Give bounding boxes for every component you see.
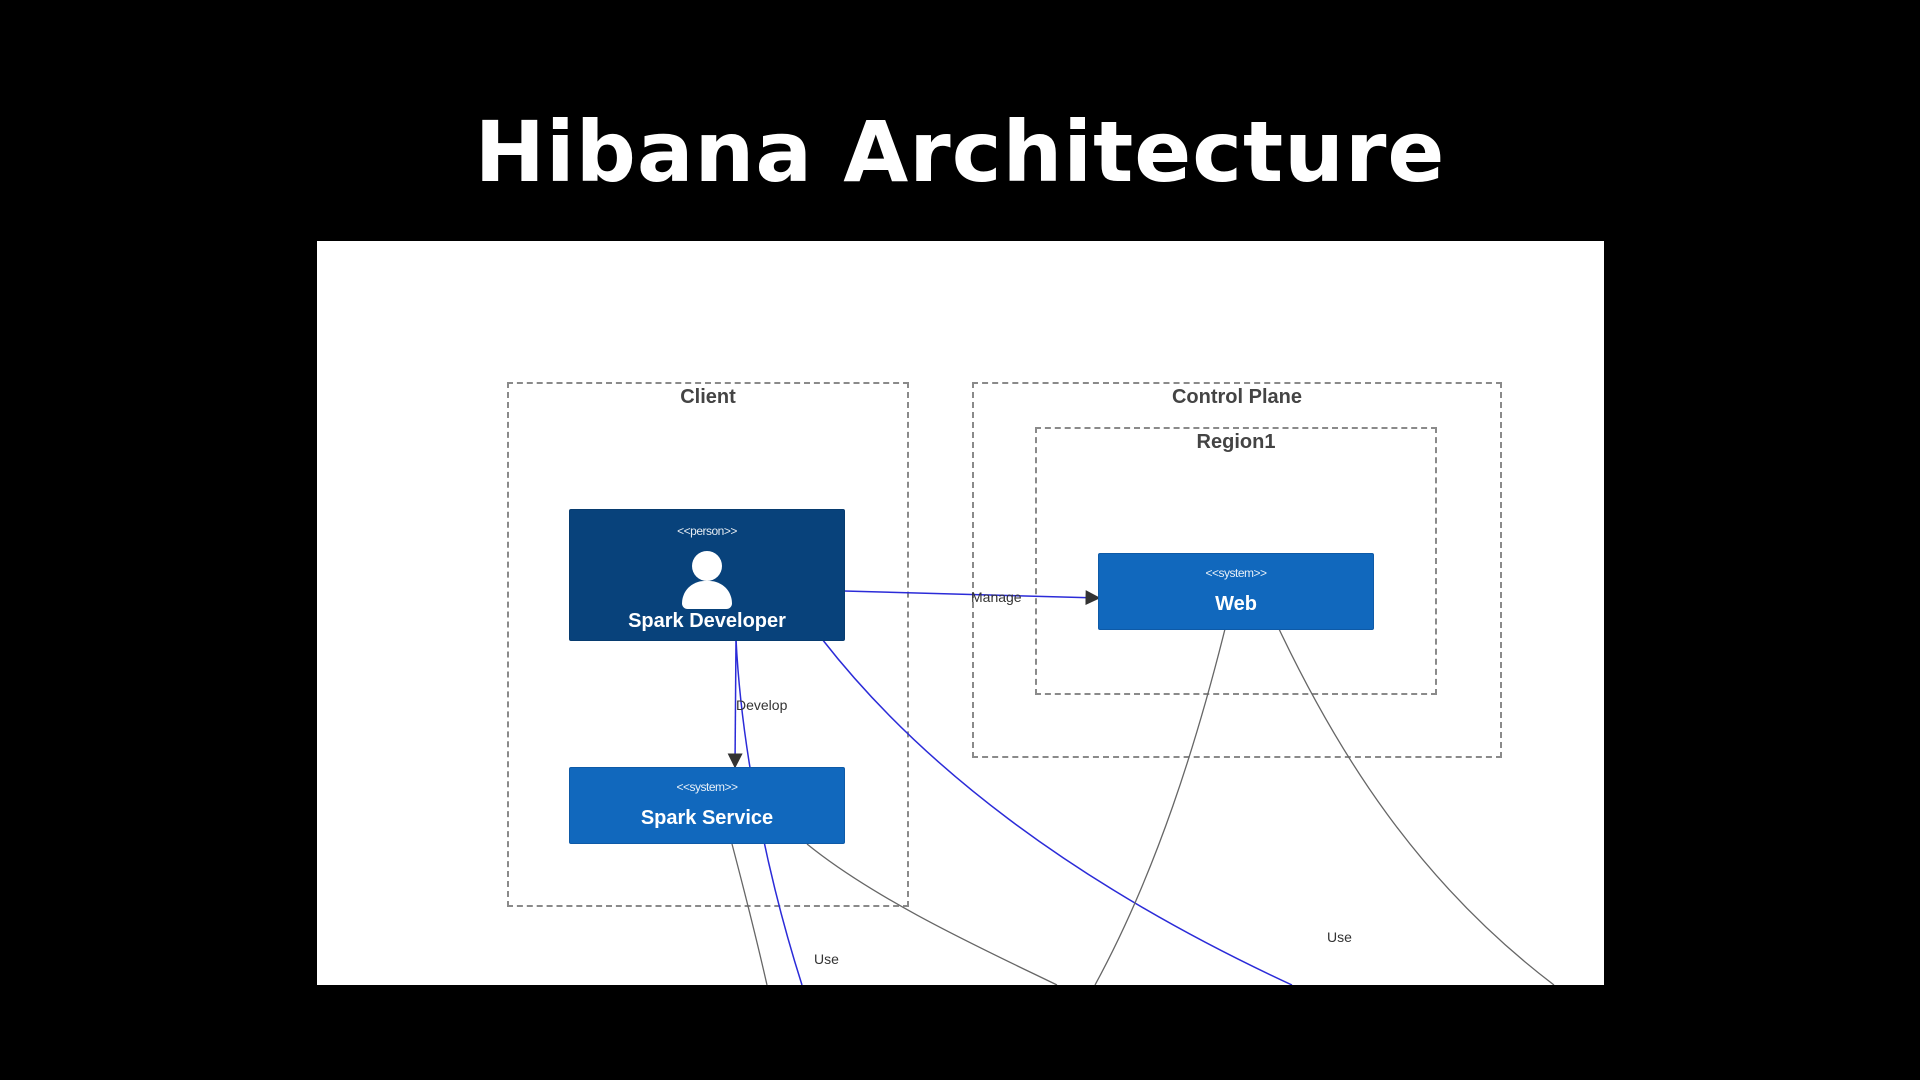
use-edge-label-left: Use (814, 951, 839, 967)
use-edge-label-right: Use (1327, 929, 1352, 945)
web-stereotype: <<system>> (1205, 566, 1267, 580)
control-plane-boundary-label: Control Plane (1171, 386, 1302, 408)
spark-service-node[interactable]: <<system>> Spark Service (569, 767, 845, 844)
region1-boundary-label: Region1 (1196, 431, 1276, 453)
manage-edge-label: Manage (971, 589, 1022, 605)
slide-title: Hibana Architecture (474, 103, 1446, 201)
develop-edge-label: Develop (736, 697, 788, 713)
service-edge-right (806, 843, 1058, 985)
person-icon (682, 551, 732, 609)
client-boundary: Client (507, 382, 909, 907)
spark-service-name: Spark Service (640, 807, 774, 829)
region1-boundary: Region1 (1035, 427, 1437, 695)
web-edge-right (1278, 628, 1555, 985)
spark-service-stereotype: <<system>> (676, 780, 738, 794)
web-edge-left (1094, 628, 1226, 985)
control-plane-boundary: Control Plane (972, 382, 1502, 758)
relationship-edges (727, 590, 1555, 985)
spark-developer-name: Spark Developer (628, 610, 786, 632)
develop-edge (727, 638, 743, 769)
diagram-canvas: Client Control Plane Region1 (317, 241, 1604, 985)
developer-long-edge (821, 638, 1293, 985)
web-node[interactable]: <<system>> Web (1098, 553, 1374, 630)
manage-edge (843, 590, 1101, 606)
client-boundary-label: Client (680, 386, 736, 408)
spark-developer-node[interactable]: <<person>> Spark Developer (569, 509, 845, 641)
web-name: Web (1215, 593, 1257, 615)
service-edge-down (731, 843, 768, 985)
spark-developer-stereotype: <<person>> (677, 524, 737, 538)
